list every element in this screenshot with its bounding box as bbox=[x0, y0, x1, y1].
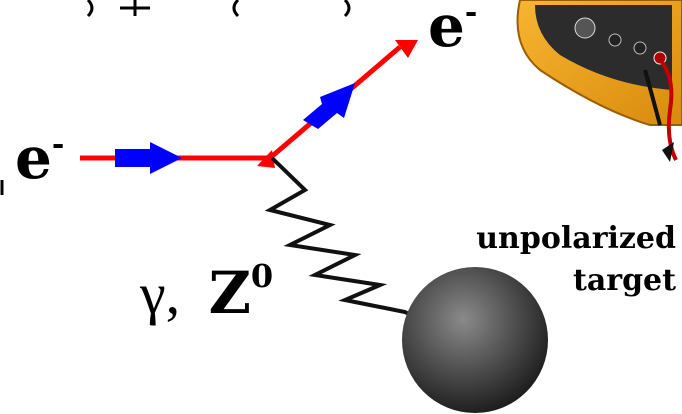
multimeter-icon bbox=[516, 0, 682, 162]
cropped-formula bbox=[86, 0, 351, 18]
outgoing-arrowhead bbox=[395, 40, 418, 58]
boson-propagator bbox=[264, 156, 421, 322]
boson-label: γ, Z0 bbox=[139, 257, 273, 327]
incoming-spin-arrow bbox=[115, 142, 182, 174]
incoming-electron-line bbox=[80, 142, 270, 174]
outgoing-electron-label: e- bbox=[428, 0, 477, 60]
outgoing-electron-line bbox=[257, 40, 418, 168]
vertex-arrowhead bbox=[257, 150, 275, 168]
outgoing-spin-arrow bbox=[303, 83, 355, 129]
target-label-line1: unpolarized bbox=[476, 221, 676, 256]
target-sphere-icon bbox=[402, 267, 548, 413]
target-label-line2: target bbox=[573, 263, 676, 298]
incoming-electron-label: e- bbox=[15, 124, 64, 192]
